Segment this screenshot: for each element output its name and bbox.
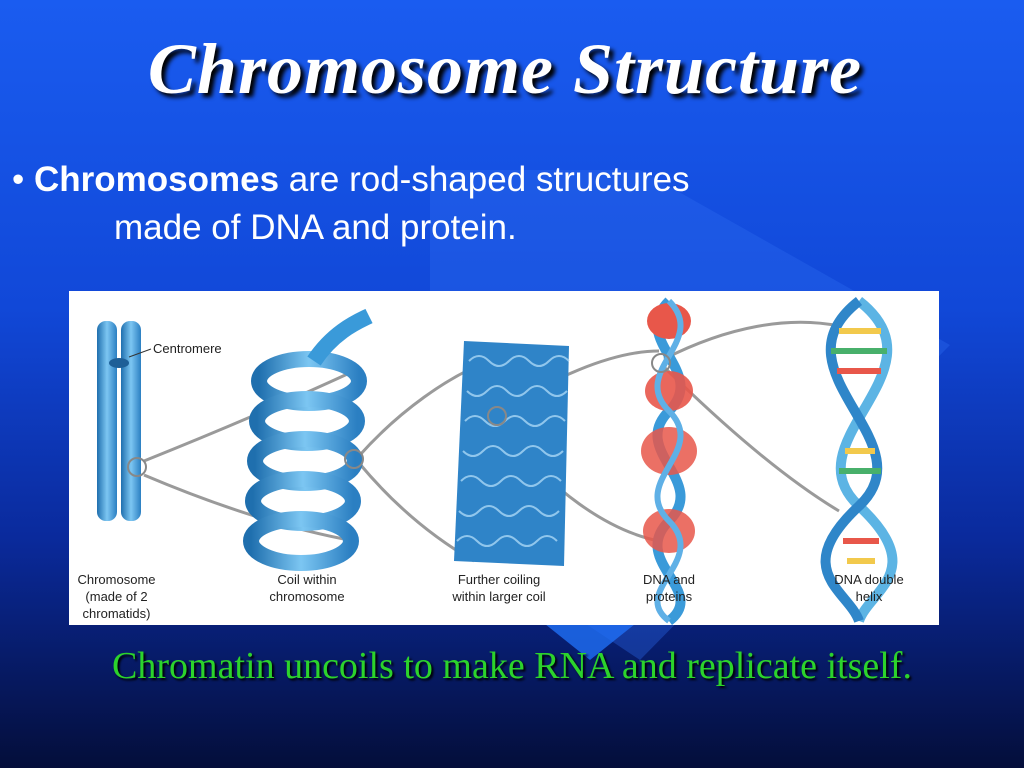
caption-double-helix: DNA double helix bbox=[834, 572, 904, 604]
chromosome-shape bbox=[97, 321, 141, 521]
centromere-label: Centromere bbox=[153, 341, 222, 356]
bullet-bold-term: Chromosomes bbox=[34, 160, 280, 199]
bullet-text-line2: made of DNA and protein. bbox=[114, 208, 517, 247]
further-coiling-shape bbox=[454, 341, 570, 566]
zoom-circle bbox=[127, 457, 147, 477]
dna-proteins-shape bbox=[641, 297, 697, 625]
bullet-marker: • bbox=[12, 160, 25, 199]
slide-title: Chromosome Structure bbox=[147, 29, 863, 109]
footer-statement: Chromatin uncoils to make RNA and replic… bbox=[112, 645, 912, 687]
double-helix-shape bbox=[820, 297, 898, 623]
coil-shape bbox=[243, 351, 367, 571]
caption-dna-proteins: DNA and proteins bbox=[642, 572, 696, 604]
diagram-illustration bbox=[97, 297, 898, 625]
caption-chromosome: Chromosome (made of 2 chromatids) bbox=[77, 572, 156, 621]
bullet-text: are rod-shaped structures bbox=[279, 160, 690, 199]
chromosome-diagram: Centromere Chromosome (made of 2 chromat… bbox=[69, 291, 939, 625]
bullet-point: • Chromosomes are rod-shaped structures … bbox=[12, 156, 912, 252]
caption-coil: Coil within chromosome bbox=[269, 572, 345, 604]
caption-further-coiling: Further coiling within larger coil bbox=[452, 572, 546, 604]
